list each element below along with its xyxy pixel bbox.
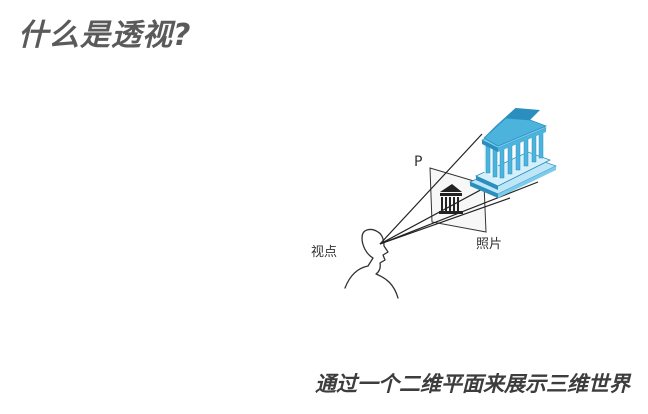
temple-icon: [469, 107, 558, 198]
slide-caption: 通过一个二维平面来展示三维世界: [315, 372, 630, 396]
slide-title: 什么是透视?: [18, 18, 192, 53]
projected-image: [439, 184, 463, 214]
photo-label: 照片: [476, 237, 502, 252]
plane-label: P: [414, 154, 422, 170]
viewpoint-label: 视点: [311, 245, 337, 260]
viewer-silhouette: [344, 228, 399, 299]
